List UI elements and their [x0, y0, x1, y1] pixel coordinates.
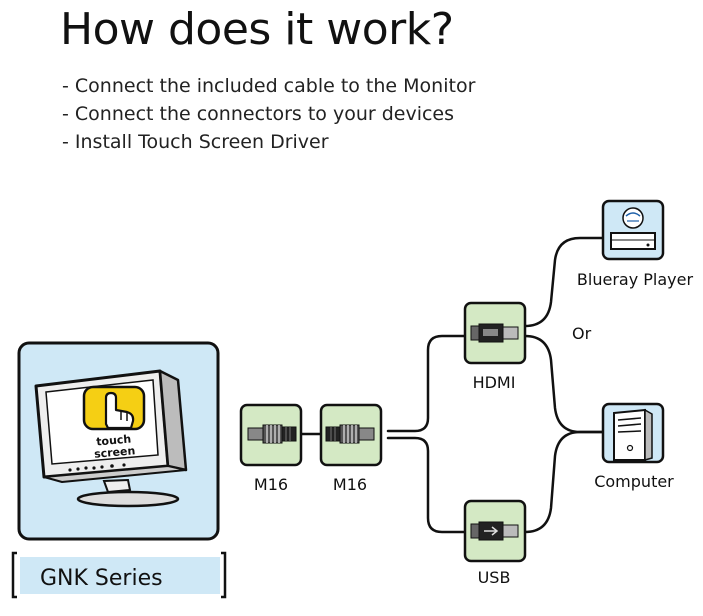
computer-label: Computer [594, 472, 674, 491]
usb-connector [463, 499, 527, 563]
bluray-label: Blueray Player [577, 270, 694, 289]
badge-text-touch: touch [96, 433, 132, 449]
m16-plug-icon [247, 424, 297, 444]
hdmi-plug-icon [470, 323, 519, 343]
instruction-step: Connect the connectors to your devices [62, 100, 475, 128]
line-hdmi-to-bluray [523, 236, 605, 328]
hdmi-connector [463, 301, 527, 365]
series-label-text: GNK Series [40, 566, 163, 591]
computer-device [601, 402, 665, 464]
m16-left-label: M16 [254, 475, 288, 494]
instruction-list: Connect the included cable to the Monito… [62, 72, 475, 156]
usb-plug-icon [470, 521, 519, 541]
line-hdmi-to-computer [523, 334, 605, 434]
m16-right-label: M16 [333, 475, 367, 494]
instruction-step: Connect the included cable to the Monito… [62, 72, 475, 100]
computer-tower-icon [613, 408, 653, 461]
usb-label: USB [478, 568, 511, 587]
bluray-player-icon [610, 232, 656, 250]
or-label: Or [572, 324, 592, 343]
line-splitter-lower [386, 436, 466, 534]
instruction-step: Install Touch Screen Driver [62, 128, 475, 156]
bluray-player-device [601, 199, 665, 261]
connection-lines [299, 236, 605, 534]
touch-screen-badge-icon [82, 385, 146, 431]
hdmi-label: HDMI [473, 373, 516, 392]
line-splitter-upper [386, 334, 466, 433]
page-title: How does it work? [60, 4, 454, 55]
m16-right-connector [319, 403, 383, 467]
bluray-disc-icon [622, 207, 644, 229]
m16-socket-icon [325, 424, 375, 444]
line-usb-to-computer [523, 430, 605, 534]
series-label: GNK Series [11, 551, 227, 599]
monitor-panel: touch screen [17, 341, 220, 541]
badge-text-screen: screen [94, 444, 136, 461]
m16-left-connector [239, 403, 303, 467]
